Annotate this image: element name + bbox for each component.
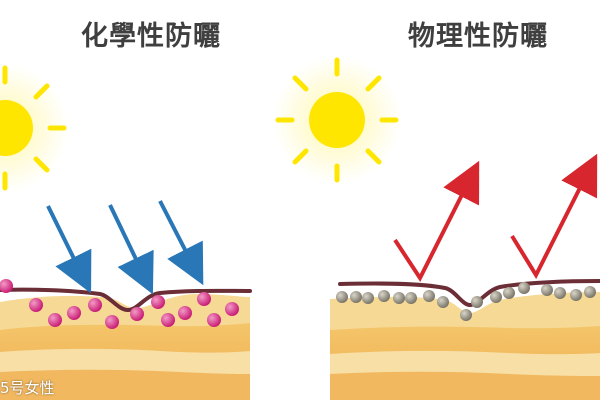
chemical-sunscreen-title: 化學性防曬: [81, 21, 221, 52]
physical-sunscreen-title: 物理性防曬: [408, 21, 548, 52]
skin-layers-right: [330, 279, 600, 400]
mineral-particles: [336, 282, 596, 321]
uv-reflect-arrows: [393, 153, 598, 282]
chemical-particles: [0, 279, 239, 329]
sun-icon-right: [273, 56, 401, 184]
sun-icon-left: [0, 64, 69, 192]
skin-layers-left: [0, 287, 252, 400]
uv-absorb-arrows: [46, 200, 204, 295]
watermark-text: 5号女性: [0, 379, 55, 397]
